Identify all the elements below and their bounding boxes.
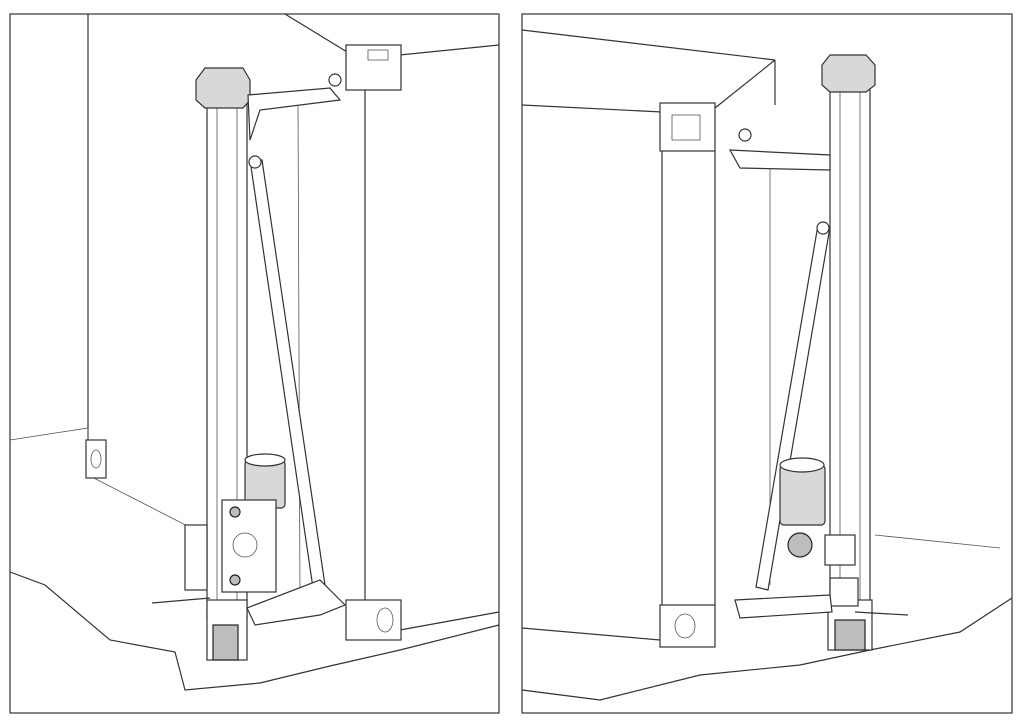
right-floor-edge	[521, 597, 1013, 701]
right-motor	[779, 457, 856, 566]
corner-casting-bottom	[345, 599, 402, 641]
right-floor-back	[874, 534, 1001, 549]
left-floor-edge	[9, 571, 500, 691]
right-panel-frame	[521, 13, 1013, 714]
left-container	[85, 44, 500, 641]
left-handle	[151, 524, 211, 604]
lower-arm	[246, 579, 347, 626]
column-cap	[195, 67, 251, 109]
left-motor	[221, 453, 286, 593]
right-arm	[728, 128, 833, 619]
left-panel-frame	[9, 13, 500, 714]
control-box	[829, 577, 859, 607]
lower-arm	[734, 594, 833, 619]
right-container	[521, 29, 776, 648]
left-panel	[9, 13, 500, 714]
wall-casting	[85, 439, 107, 479]
left-arm	[246, 73, 347, 626]
right-handle	[854, 611, 909, 616]
corner-casting-top	[659, 102, 716, 152]
corner-casting-top	[345, 44, 402, 91]
column-cap	[821, 54, 876, 93]
corner-casting-bottom	[659, 604, 716, 648]
right-panel	[521, 13, 1013, 714]
gearbox	[824, 534, 856, 566]
